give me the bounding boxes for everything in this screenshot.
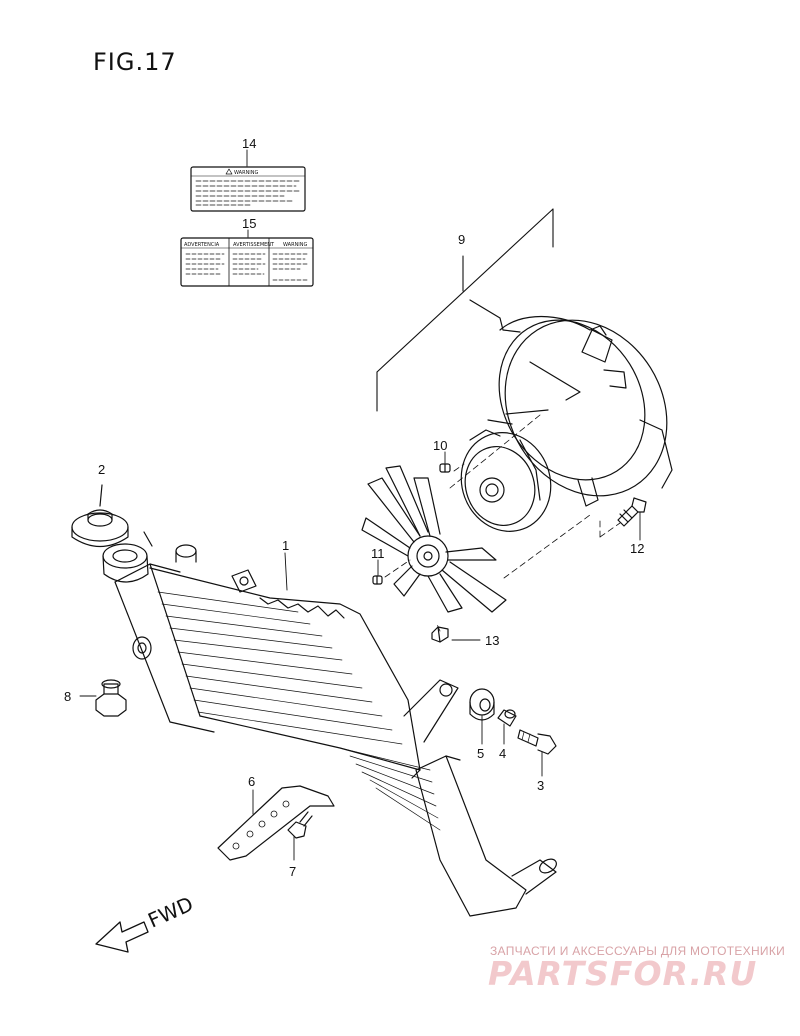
- fwd-label: FWD: [144, 892, 196, 933]
- watermark-brand: PARTSFOR.RU: [488, 954, 758, 993]
- bracket-6: [217, 785, 335, 861]
- radiator: [102, 531, 557, 917]
- fan-assembly-bracket: [376, 208, 554, 412]
- callout-11: 11: [371, 546, 385, 561]
- label-15-es-text: ADVERTENCIA: [184, 242, 220, 248]
- callout-10: 10: [433, 438, 447, 453]
- callout-6: 6: [248, 774, 255, 789]
- callout-1: 1: [282, 538, 289, 553]
- cushion-5: [469, 688, 495, 721]
- bolt-12: [617, 497, 647, 527]
- label-15-en-text: WARNING: [283, 242, 308, 248]
- warning-label-14: [190, 166, 306, 212]
- fwd-direction-arrow: [95, 921, 149, 953]
- figure-title: FIG.17: [93, 48, 177, 76]
- callout-13: 13: [485, 633, 499, 648]
- callout-5: 5: [477, 746, 484, 761]
- drain-plug-8: [95, 679, 127, 717]
- callout-12: 12: [630, 541, 644, 556]
- callout-15: 15: [242, 216, 256, 231]
- callout-4: 4: [499, 746, 506, 761]
- callout-3: 3: [537, 778, 544, 793]
- leader-lines: [384, 414, 621, 632]
- warning-label-15: [180, 237, 314, 287]
- collar-4: [497, 709, 517, 727]
- callout-8: 8: [64, 689, 71, 704]
- bolt-7: [287, 811, 313, 839]
- callout-9: 9: [458, 232, 465, 247]
- watermark-tagline: ЗАПЧАСТИ И АКСЕССУАРЫ ДЛЯ МОТОТЕХНИКИ: [490, 944, 786, 958]
- callout-2: 2: [98, 462, 105, 477]
- fan-motor: [460, 429, 552, 532]
- callout-7: 7: [289, 864, 296, 879]
- radiator-cap: [71, 484, 129, 548]
- label-14-warning-text: WARNING: [234, 170, 259, 176]
- callout-14: 14: [242, 136, 256, 151]
- nut-13: [431, 626, 449, 643]
- callout-leaders: [79, 149, 641, 861]
- screw-11: [372, 575, 383, 585]
- bolt-3: [517, 729, 557, 755]
- label-15-fr-text: AVERTISSEMENT: [233, 242, 275, 248]
- fan-blade: [361, 465, 507, 613]
- screw-10: [439, 463, 451, 473]
